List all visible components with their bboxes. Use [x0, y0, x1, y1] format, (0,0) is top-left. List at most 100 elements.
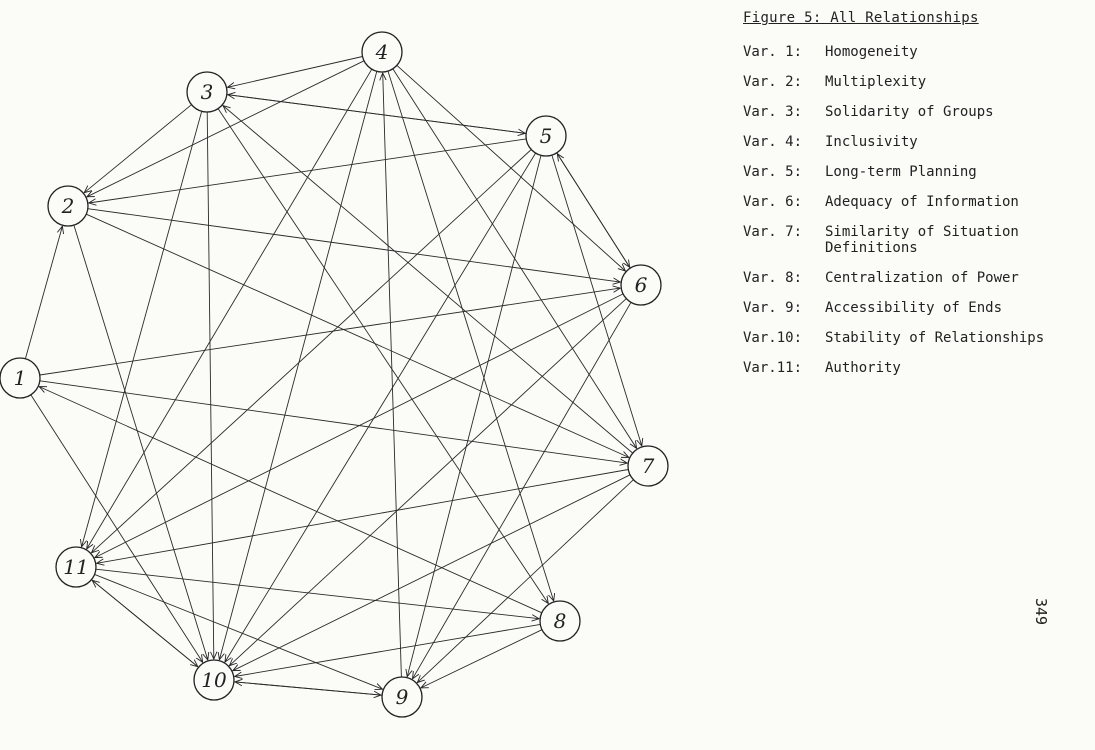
- edge-11-to-9: [94, 573, 383, 689]
- edge-1-to-2: [24, 226, 62, 359]
- edge-10-to-9: [233, 681, 381, 695]
- variable-id: Var. 3:: [743, 104, 803, 120]
- variable-id: Var. 5:: [743, 164, 803, 180]
- variable-id: Var. 4:: [743, 134, 803, 150]
- node-circle: [539, 600, 581, 642]
- node-1: 1: [0, 357, 41, 399]
- node-circle: [186, 71, 228, 113]
- variable-name: Authority: [825, 360, 901, 376]
- edge-6-to-10: [229, 298, 627, 666]
- node-10: 10: [193, 659, 235, 701]
- edge-7-to-3: [223, 106, 633, 454]
- edge-7-to-9: [417, 479, 634, 683]
- edge-9-to-4: [383, 73, 402, 678]
- edge-1-to-7: [39, 380, 627, 463]
- node-circle: [627, 445, 669, 487]
- edge-4-to-3: [228, 56, 363, 88]
- edge-6-to-9: [413, 302, 632, 679]
- variable-id: Var. 6:: [743, 194, 803, 210]
- variable-id: Var. 8:: [743, 270, 803, 286]
- node-2: 2: [47, 185, 89, 227]
- node-circle: [620, 264, 662, 306]
- node-5: 5: [525, 115, 567, 157]
- edge-2-to-7: [86, 213, 629, 457]
- variable-name: Centralization of Power: [825, 270, 1019, 286]
- edge-5-to-11: [92, 149, 532, 553]
- edge-1-to-6: [39, 288, 620, 376]
- variable-row: Var. 9: Accessibility of Ends: [743, 300, 1075, 316]
- edge-4-to-2: [87, 60, 365, 197]
- node-6: 6: [620, 264, 662, 306]
- variable-row: Var. 3: Solidarity of Groups: [743, 104, 1075, 120]
- variable-id: Var. 9:: [743, 300, 803, 316]
- edge-8-to-9: [421, 629, 543, 688]
- page-number: 349: [1032, 598, 1050, 626]
- node-9: 9: [381, 676, 423, 718]
- edge-4-to-8: [387, 70, 554, 601]
- variable-name: Multiplexity: [825, 74, 927, 90]
- variable-row: Var. 7: Similarity of Situation Definiti…: [743, 224, 1075, 256]
- edge-4-to-11: [87, 68, 373, 549]
- edge-5-to-2: [89, 138, 527, 203]
- edge-3-to-11: [82, 111, 203, 547]
- edges-layer: [24, 56, 642, 696]
- edge-11-to-8: [95, 568, 539, 619]
- variable-row: Var. 4: Inclusivity: [743, 134, 1075, 150]
- variable-row: Var. 6: Adequacy of Information: [743, 194, 1075, 210]
- node-8: 8: [539, 600, 581, 642]
- variable-row: Var. 1: Homogeneity: [743, 44, 1075, 60]
- variable-id: Var. 1:: [743, 44, 803, 60]
- edge-5-to-10: [225, 152, 536, 662]
- variable-id: Var.11:: [743, 360, 803, 376]
- edge-8-to-1: [39, 387, 542, 614]
- edge-10-to-11: [92, 580, 199, 668]
- variable-name: Accessibility of Ends: [825, 300, 1003, 316]
- variable-name: Inclusivity: [825, 134, 918, 150]
- edge-3-to-10: [206, 111, 214, 659]
- variable-name: Long-term Planning: [825, 164, 977, 180]
- edge-5-to-7: [551, 154, 642, 446]
- variable-row: Var.10: Stability of Relationships: [743, 330, 1075, 346]
- node-label: 4: [375, 40, 389, 64]
- figure-title: Figure 5: All Relationships: [743, 10, 979, 26]
- node-circle: [193, 659, 235, 701]
- node-circle: [55, 546, 97, 588]
- node-circle: [525, 115, 567, 157]
- node-label: 1: [14, 366, 27, 390]
- node-circle: [0, 357, 41, 399]
- variable-id: Var.10:: [743, 330, 803, 346]
- node-11: 11: [55, 546, 97, 588]
- variable-row: Var. 8: Centralization of Power: [743, 270, 1075, 286]
- legend: Figure 5: All Relationships Var. 1: Homo…: [743, 10, 1075, 390]
- edge-4-to-10: [219, 71, 378, 659]
- edge-3-to-5: [226, 94, 525, 134]
- nodes-layer: 1 2 3 4 5 6 7 8 9 10 11: [0, 31, 669, 718]
- variable-row: Var. 2: Multiplexity: [743, 74, 1075, 90]
- node-label: 9: [396, 685, 409, 709]
- node-label: 8: [554, 609, 567, 633]
- relationship-network-diagram: 1 2 3 4 5 6 7 8 9 10 11: [0, 31, 669, 718]
- node-label: 7: [642, 454, 655, 478]
- node-4: 4: [361, 31, 403, 73]
- edge-3-to-2: [84, 104, 192, 193]
- node-label: 6: [635, 273, 648, 297]
- node-7: 7: [627, 445, 669, 487]
- edge-1-to-10: [30, 394, 203, 663]
- variable-row: Var.11: Authority: [743, 360, 1075, 376]
- node-label: 5: [540, 124, 553, 148]
- variable-name: Stability of Relationships: [825, 330, 1045, 346]
- variable-name: Adequacy of Information: [825, 194, 1019, 210]
- edge-6-to-11: [95, 293, 624, 558]
- variable-id: Var. 2:: [743, 74, 803, 90]
- node-circle: [47, 185, 89, 227]
- node-label: 2: [61, 194, 75, 218]
- variable-list: Var. 1: Homogeneity Var. 2: Multiplexity…: [743, 44, 1075, 376]
- node-circle: [361, 31, 403, 73]
- variable-row: Var. 5: Long-term Planning: [743, 164, 1075, 180]
- edge-2-to-10: [73, 224, 208, 660]
- edge-7-to-11: [97, 469, 629, 564]
- edge-8-to-10: [235, 623, 541, 676]
- node-label: 3: [201, 80, 214, 104]
- node-circle: [381, 676, 423, 718]
- node-label: 10: [201, 668, 227, 692]
